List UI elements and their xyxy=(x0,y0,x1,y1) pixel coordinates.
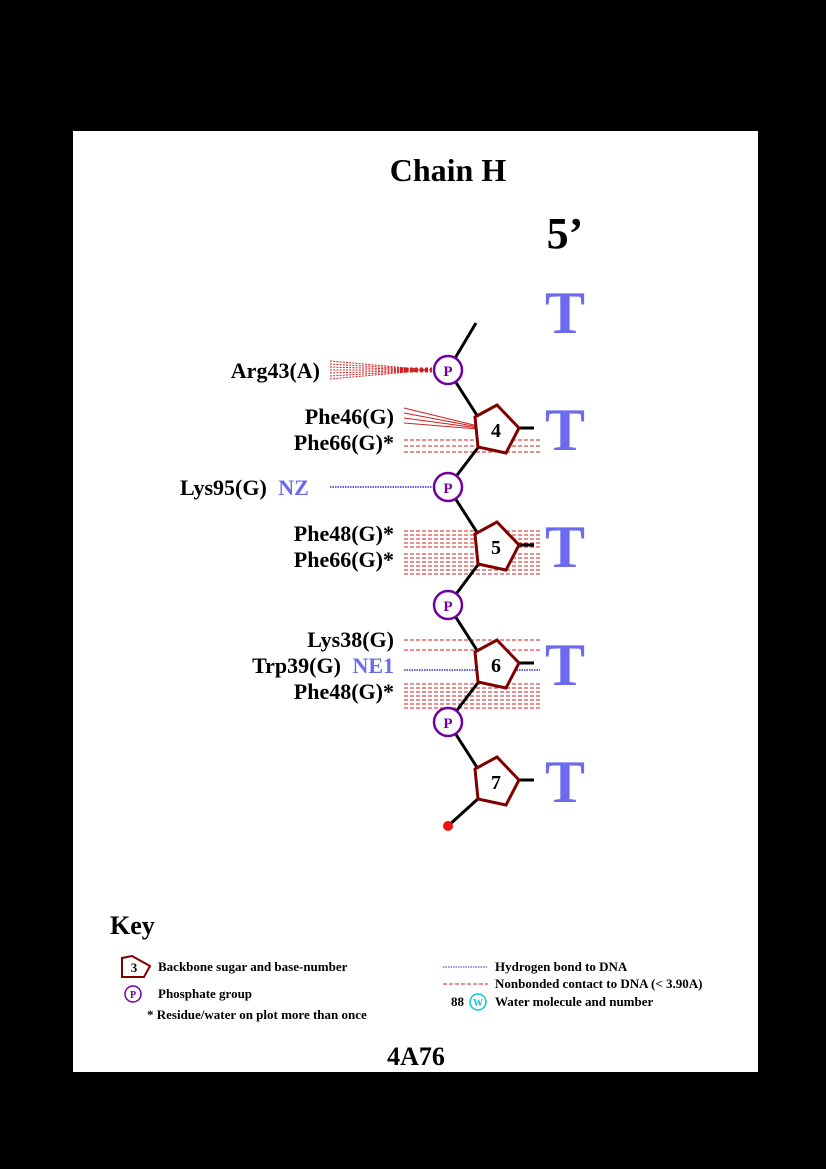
residue-name: Trp39(G) xyxy=(252,653,341,678)
residue-label: Phe66(G)* xyxy=(294,430,394,455)
base-letter: T xyxy=(545,632,585,698)
base-letter: T xyxy=(545,397,585,463)
sugar-pentagon xyxy=(473,638,521,690)
key-water-symbol: W xyxy=(473,998,483,1009)
key-water-number: 88 xyxy=(451,994,465,1009)
key-hbond-label: Hydrogen bond to DNA xyxy=(495,959,628,974)
residue-label: Phe66(G)* xyxy=(294,547,394,572)
nonbonded-contact-set xyxy=(404,439,540,453)
atom-name: NE1 xyxy=(352,653,394,678)
sugar-6: 6 xyxy=(473,638,521,690)
sugar-5: 5 xyxy=(473,520,521,572)
base-letter: T xyxy=(545,280,585,346)
pdb-id: 4A76 xyxy=(387,1042,445,1071)
key-repeat-note: * Residue/water on plot more than once xyxy=(147,1007,367,1022)
five-prime-label: 5’ xyxy=(547,209,584,258)
three-prime-terminus xyxy=(443,821,453,831)
plot-panel xyxy=(73,131,758,1072)
base-number: 4 xyxy=(491,420,501,442)
phosphate-label: P xyxy=(443,716,452,732)
sugar-4: 4 xyxy=(473,403,521,455)
key-nonbonded-label: Nonbonded contact to DNA (< 3.90A) xyxy=(495,976,702,991)
nonbonded-contact-fan xyxy=(329,360,431,380)
phosphate-group: P xyxy=(432,354,464,386)
phosphate-group: P xyxy=(432,589,464,621)
residue-label-hbond: Trp39(G) NE1 xyxy=(252,653,394,678)
residue-labels: Arg43(A) Phe46(G) Phe66(G)* Phe48(G)* Ph… xyxy=(231,358,394,704)
residue-label: Phe48(G)* xyxy=(294,679,394,704)
phosphate-label: P xyxy=(443,599,452,615)
base-number: 7 xyxy=(491,772,501,794)
residue-name: Lys95(G) xyxy=(180,475,267,500)
phosphate-label: P xyxy=(443,364,452,380)
residue-label: Phe46(G) xyxy=(305,404,394,429)
key-water-label: Water molecule and number xyxy=(495,994,654,1009)
phosphate-label: P xyxy=(443,481,452,497)
nonbonded-contact-fan xyxy=(403,407,479,430)
sugar-pentagon xyxy=(473,755,521,807)
phosphate-group: P xyxy=(432,706,464,738)
residue-label: Lys38(G) xyxy=(307,627,394,652)
key-sugar-number: 3 xyxy=(131,960,138,975)
key-phosphate-label: Phosphate group xyxy=(158,986,252,1001)
key-water-icon xyxy=(469,993,487,1011)
phosphate-group: P xyxy=(432,471,464,503)
base-number: 5 xyxy=(491,537,501,559)
residue-label: Arg43(A) xyxy=(231,358,320,383)
chain-title: Chain H xyxy=(390,152,507,188)
sugar-pentagon xyxy=(473,520,521,572)
base-letter: T xyxy=(545,749,585,815)
key-phosphate-symbol: P xyxy=(130,990,136,1001)
sugar-pentagon xyxy=(473,403,521,455)
key-phosphate-icon xyxy=(124,985,142,1003)
base-letter: T xyxy=(545,514,585,580)
atom-name: NZ xyxy=(278,475,309,500)
nonbonded-contact-set xyxy=(404,683,540,709)
base-letters: T T T T T xyxy=(545,280,585,815)
key-sugar-label: Backbone sugar and base-number xyxy=(158,959,348,974)
key-title: Key xyxy=(110,911,155,940)
base-number: 6 xyxy=(491,655,501,677)
residue-label: Phe48(G)* xyxy=(294,521,394,546)
sugar-7: 7 xyxy=(473,755,521,807)
residue-label-hbond: Lys95(G) NZ xyxy=(180,475,309,500)
key-sugar-icon xyxy=(121,954,152,978)
